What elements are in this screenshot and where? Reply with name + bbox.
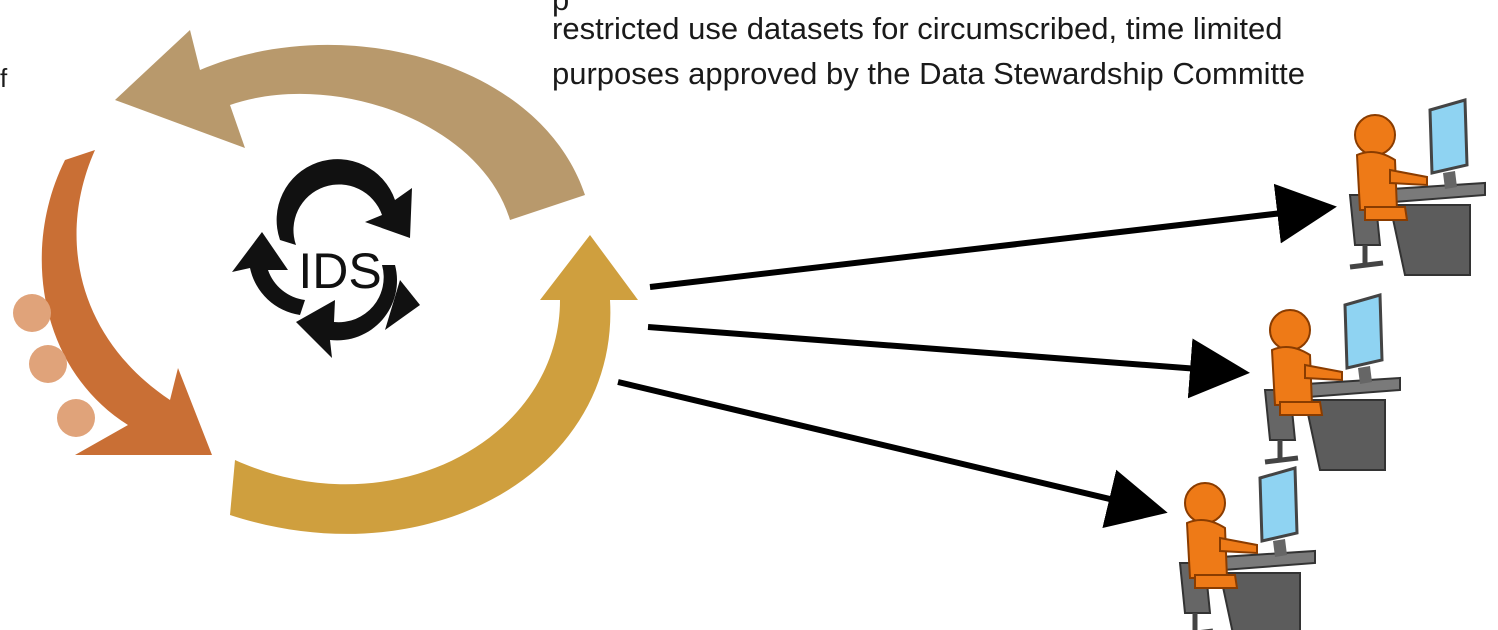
cropped-top-text: p [552,0,569,15]
user-at-computer-icon [1263,293,1401,471]
connector-arrow-top [649,183,1337,290]
ids-label: IDS [298,243,381,299]
caption-line-2: purposes approved by the Data Stewardshi… [552,56,1306,91]
ids-cycle-icon [232,159,420,358]
cycle-icon [13,30,638,534]
user-at-computer-icon [1178,466,1316,630]
dot [13,294,51,332]
orange-arrow [41,150,213,455]
tan-arrow [115,30,585,220]
user-at-computer-icon [1348,98,1486,276]
gold-arrow [230,235,638,534]
caption-line-1: restricted use datasets for circumscribe… [552,11,1283,46]
dot [29,345,67,383]
dot [57,399,95,437]
cropped-left-text: f [0,63,8,93]
connector-arrow-middle [647,324,1250,399]
connector-arrow-bottom [617,379,1168,529]
